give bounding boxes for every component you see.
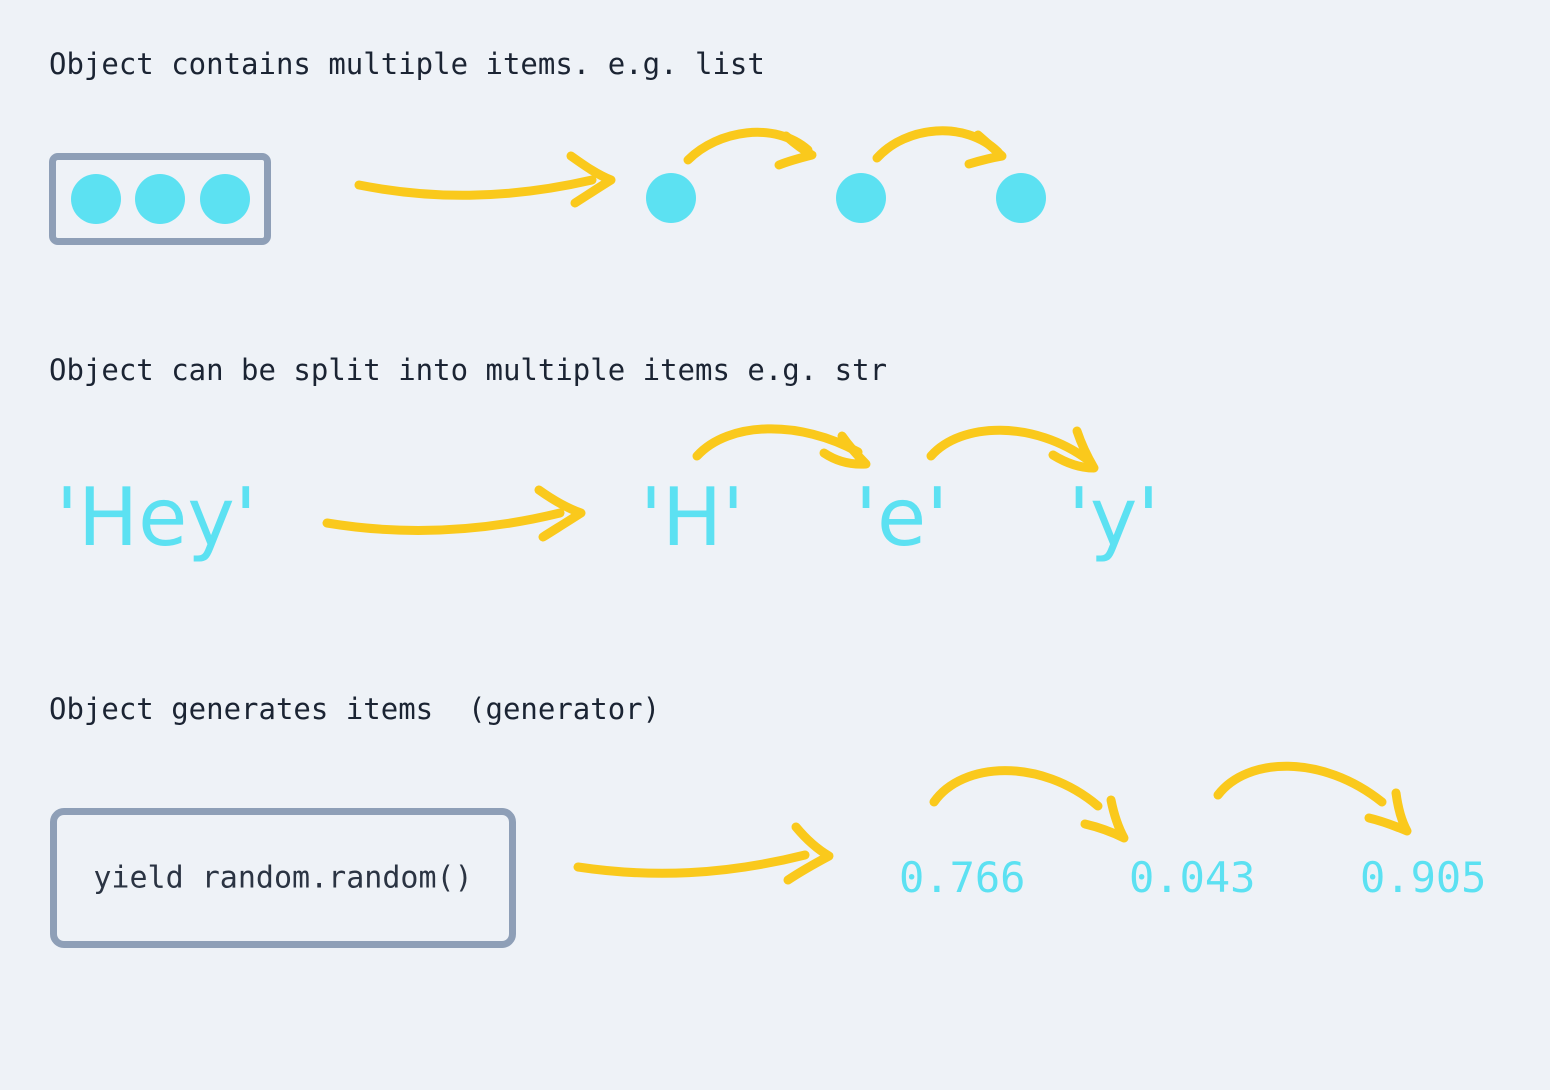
list-item-dot [70,174,121,224]
section-heading-generator: Object generates items (generator) [49,692,661,726]
emitted-item-dot [646,173,696,223]
arrow-string-main [322,485,586,542]
arrow-string-hop-2 [926,425,1099,473]
arrow-generator-main [573,822,834,885]
emitted-item-dot [836,173,886,223]
arrow-list-main [354,151,616,208]
split-char-value: 'y' [1068,471,1160,564]
section-heading-string: Object can be split into multiple items … [49,353,888,387]
arrow-list-hop-2 [872,126,1007,169]
generator-code-text: yield random.random() [93,860,473,896]
split-char-value: 'H' [640,471,745,564]
arrow-list-hop-1 [683,127,817,170]
section-heading-list: Object contains multiple items. e.g. lis… [49,47,765,81]
generator-code-box: yield random.random() [50,808,516,948]
split-char-value: 'e' [855,471,949,564]
list-item-dot [135,174,185,224]
arrow-string-hop-1 [692,424,871,469]
arrow-generator-hop-1 [929,766,1129,843]
generated-value: 0.905 [1360,853,1487,902]
arrow-generator-hop-2 [1213,761,1412,836]
generated-value: 0.766 [899,853,1026,902]
emitted-item-dot [996,173,1046,223]
source-string-value: 'Hey' [56,471,257,564]
generated-value: 0.043 [1129,853,1256,902]
list-container-box [49,153,271,245]
list-item-dot [199,174,250,224]
list-container-items [56,160,264,238]
